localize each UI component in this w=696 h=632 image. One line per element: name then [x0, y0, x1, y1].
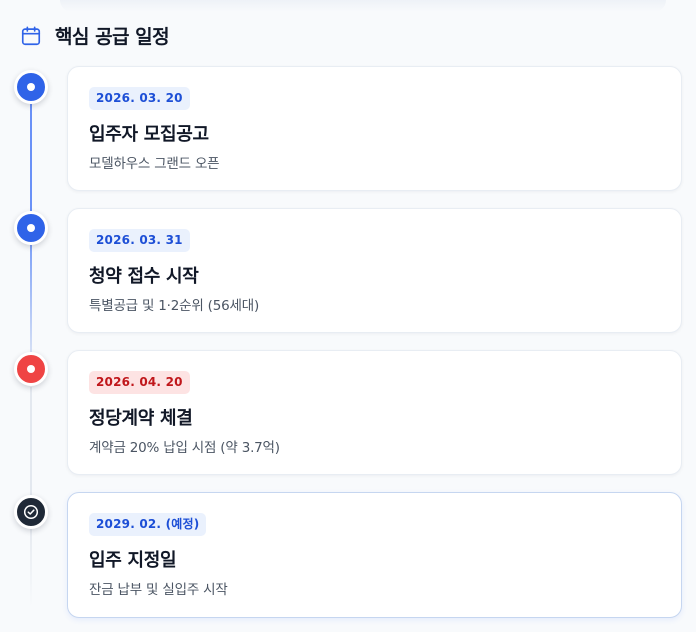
- event-title: 입주자 모집공고: [89, 124, 209, 145]
- event-subtitle: 잔금 납부 및 실입주 시작: [89, 582, 228, 598]
- date-badge: 2026. 04. 20: [89, 371, 190, 394]
- timeline-card[interactable]: 2026. 03. 20 입주자 모집공고 모델하우스 그랜드 오픈: [67, 66, 682, 191]
- dot-icon: [27, 224, 35, 232]
- section-header: 핵심 공급 일정: [20, 22, 170, 49]
- timeline-connector: [30, 245, 32, 353]
- timeline-node: [14, 211, 48, 245]
- timeline-connector: [30, 104, 32, 212]
- timeline-connector: [30, 528, 32, 608]
- event-subtitle: 모델하우스 그랜드 오픈: [89, 156, 220, 172]
- timeline-card[interactable]: 2026. 04. 20 정당계약 체결 계약금 20% 납입 시점 (약 3.…: [67, 350, 682, 475]
- event-title: 청약 접수 시작: [89, 266, 199, 287]
- calendar-icon: [20, 25, 42, 47]
- timeline-connector: [30, 387, 32, 495]
- timeline-card[interactable]: 2029. 02. (예정) 입주 지정일 잔금 납부 및 실입주 시작: [67, 492, 682, 618]
- event-subtitle: 특별공급 및 1·2순위 (56세대): [89, 298, 260, 314]
- date-badge: 2026. 03. 20: [89, 87, 190, 110]
- timeline-node: [14, 352, 48, 386]
- timeline-node: [14, 495, 48, 529]
- check-circle-icon: [23, 504, 39, 520]
- top-shadow: [60, 0, 666, 12]
- timeline-node: [14, 70, 48, 104]
- date-badge: 2029. 02. (예정): [89, 513, 207, 536]
- event-title: 입주 지정일: [89, 550, 177, 571]
- dot-icon: [27, 83, 35, 91]
- dot-icon: [27, 365, 35, 373]
- timeline-card[interactable]: 2026. 03. 31 청약 접수 시작 특별공급 및 1·2순위 (56세대…: [67, 208, 682, 333]
- event-subtitle: 계약금 20% 납입 시점 (약 3.7억): [89, 440, 280, 456]
- event-title: 정당계약 체결: [89, 408, 193, 429]
- section-title: 핵심 공급 일정: [55, 26, 170, 48]
- date-badge: 2026. 03. 31: [89, 229, 190, 252]
